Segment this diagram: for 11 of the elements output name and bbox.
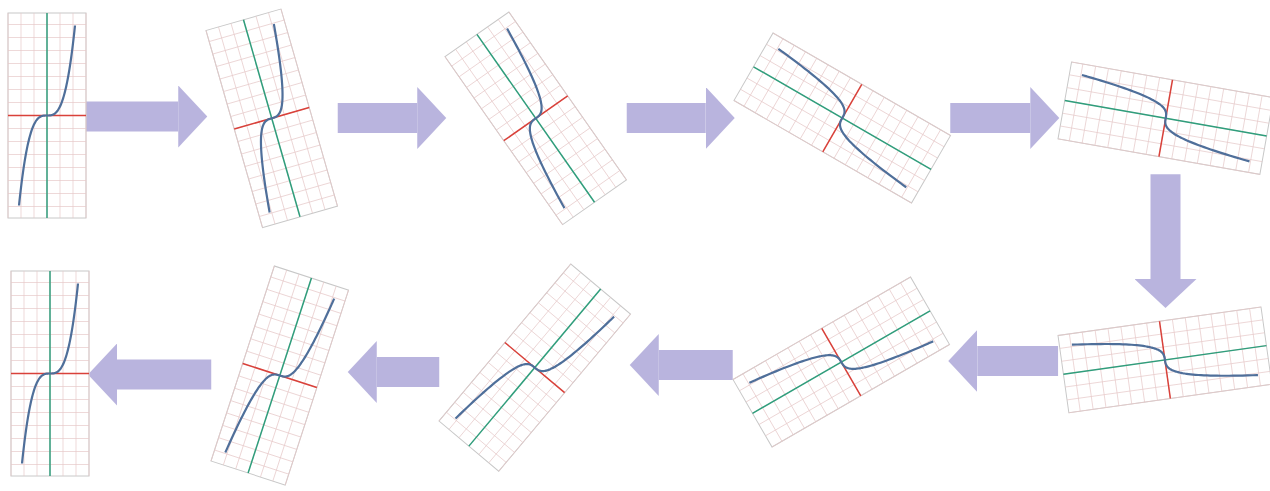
graph-drawing [8,12,86,218]
block-arrow [347,341,440,403]
block-arrow [1134,174,1197,309]
block-arrow [948,330,1059,392]
block-arrow [337,87,447,149]
block-arrow [950,87,1060,149]
graph-drawing [11,270,89,476]
block-arrow [629,334,733,396]
block-arrow [626,87,735,149]
block-arrow [88,343,212,406]
block-arrow [86,85,208,148]
